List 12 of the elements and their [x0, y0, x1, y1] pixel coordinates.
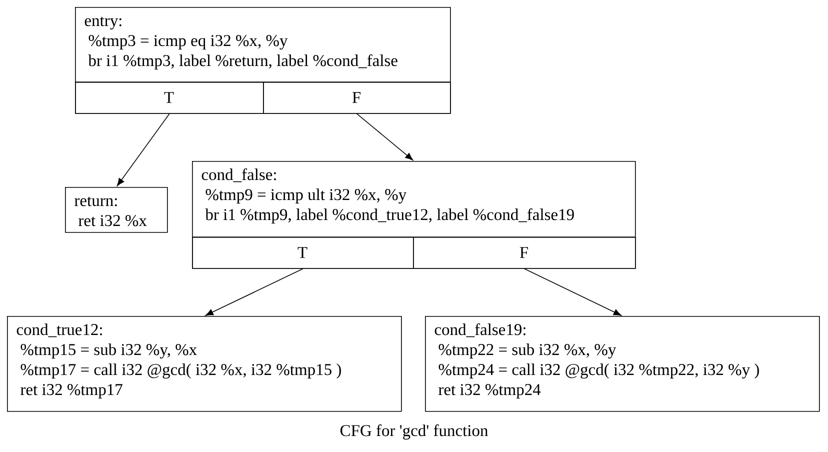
arrow — [116, 113, 170, 186]
arrow — [524, 268, 622, 316]
code-block: return: ret i32 %x — [65, 187, 168, 233]
branch-cell: T — [75, 82, 264, 114]
code-block: cond_true12: %tmp15 = sub i32 %y, %x %tmp17 = call i32 @gcd( i32 %x, i32 %tmp15 ) ret i32 %tmp17 — [7, 316, 402, 412]
branch-cell: F — [413, 237, 636, 269]
code-block: cond_false19: %tmp22 = sub i32 %x, %y %tmp24 = call i32 @gcd( i32 %tmp22, i32 %y ) ret i32 %tmp24 — [425, 316, 820, 412]
arrow — [205, 268, 304, 316]
arrow — [356, 113, 414, 160]
branch-cell: F — [263, 82, 451, 114]
branch-cell: T — [192, 237, 414, 269]
caption: CFG for 'gcd' function — [340, 424, 488, 440]
